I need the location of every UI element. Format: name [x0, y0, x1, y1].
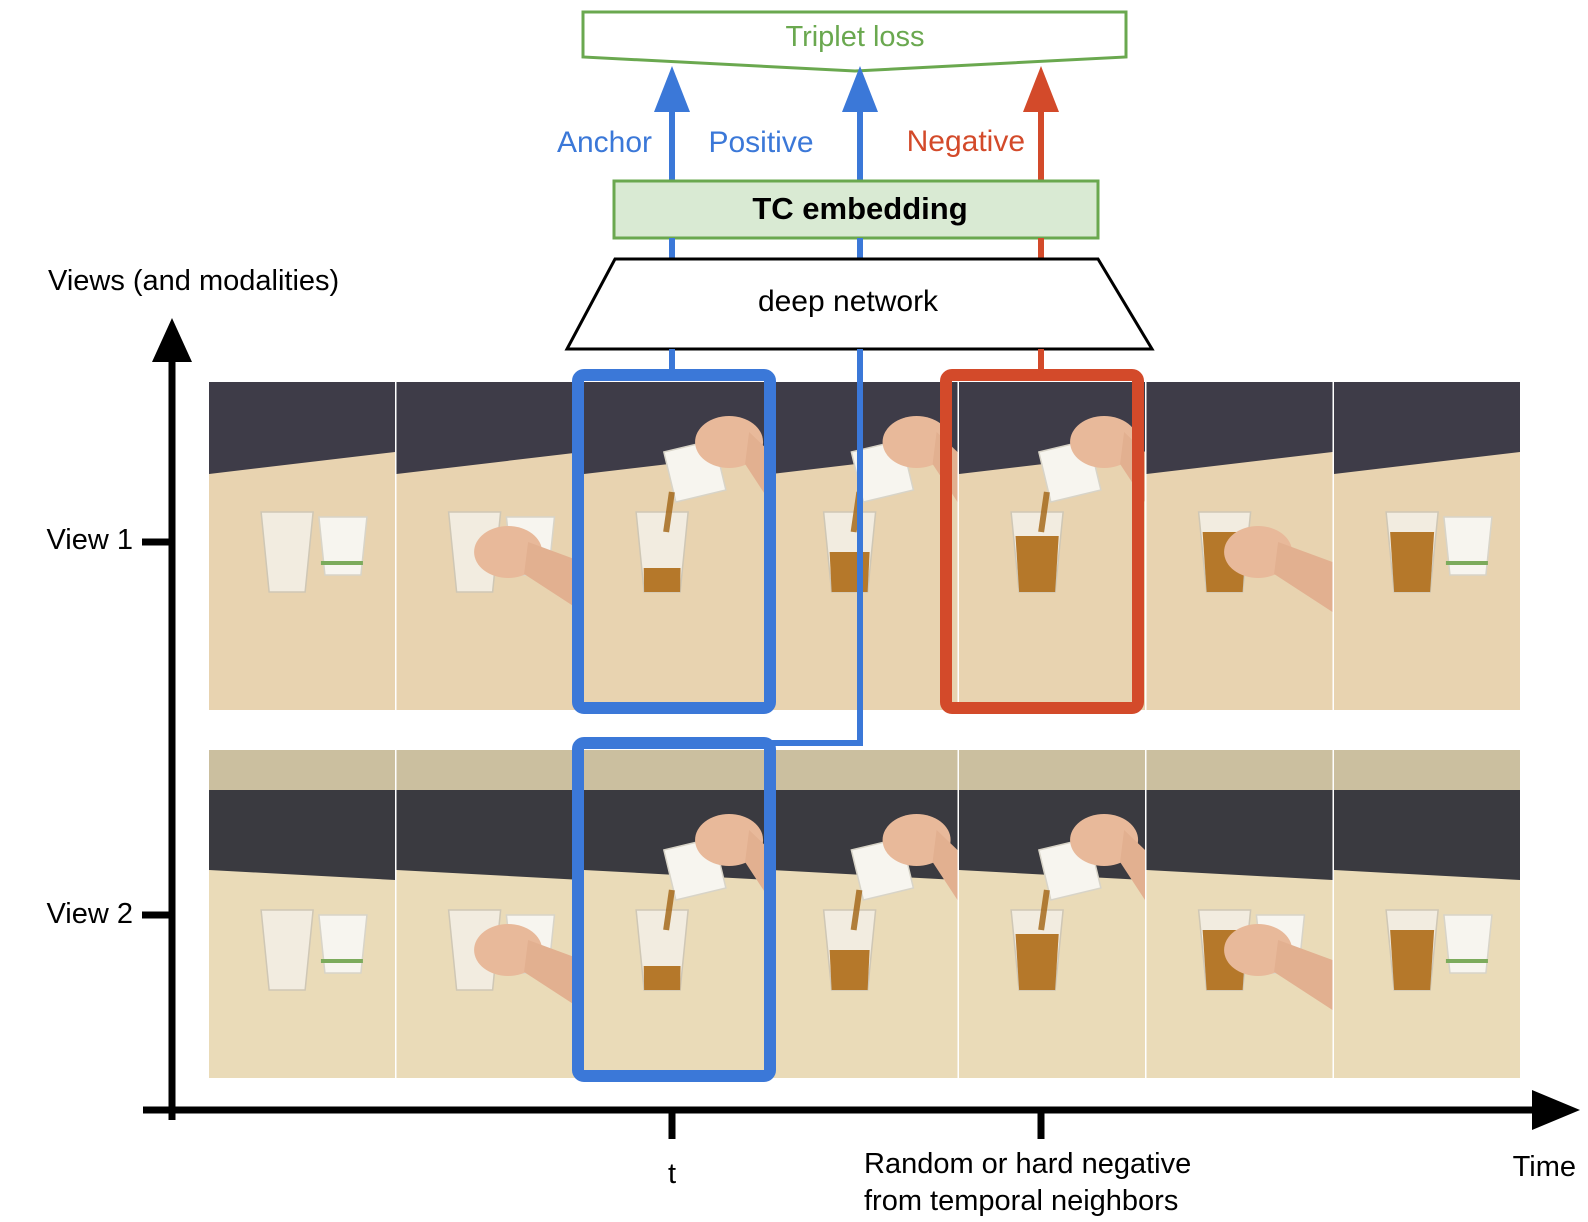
positive-highlight-box [572, 737, 776, 1082]
view2-frame [209, 750, 395, 1078]
x-axis-label: Time [1513, 1151, 1576, 1183]
y-axis-label: Views (and modalities) [48, 265, 339, 297]
view2-frame [1334, 750, 1520, 1078]
view1-label: View 1 [46, 524, 133, 556]
negative-note-line1: Random or hard negative [864, 1148, 1191, 1180]
deep-network-box [564, 257, 1155, 351]
view2-frame [959, 750, 1145, 1078]
anchor-highlight-box [572, 369, 776, 714]
y-axis [142, 318, 192, 1120]
triplet-loss-box [581, 10, 1128, 73]
view1-frame [1146, 382, 1333, 710]
view1-frame [771, 382, 958, 710]
negative-label: Negative [907, 125, 1025, 158]
view1-frame-strip [209, 382, 1520, 710]
tc-embedding-box [612, 179, 1100, 240]
view1-frame [1334, 382, 1520, 710]
t-tick-label: t [668, 1158, 676, 1190]
view1-frame [396, 382, 583, 710]
anchor-label: Anchor [557, 126, 652, 159]
negative-highlight-box [940, 369, 1144, 714]
positive-label: Positive [708, 126, 813, 159]
view2-frame [584, 750, 770, 1078]
view2-frame [1146, 750, 1333, 1078]
view2-frame [396, 750, 583, 1078]
negative-note-line2: from temporal neighbors [864, 1185, 1178, 1217]
view2-label: View 2 [46, 898, 133, 930]
view2-frame [771, 750, 958, 1078]
deep-network-label: deep network [758, 285, 939, 318]
tc-embedding-label: TC embedding [752, 191, 967, 226]
triplet-loss-label: Triplet loss [785, 21, 924, 53]
x-axis [143, 1090, 1580, 1139]
view2-frame-strip [209, 750, 1520, 1078]
view1-frame [209, 382, 395, 710]
view1-frame [959, 382, 1145, 710]
view1-frame [584, 382, 770, 710]
